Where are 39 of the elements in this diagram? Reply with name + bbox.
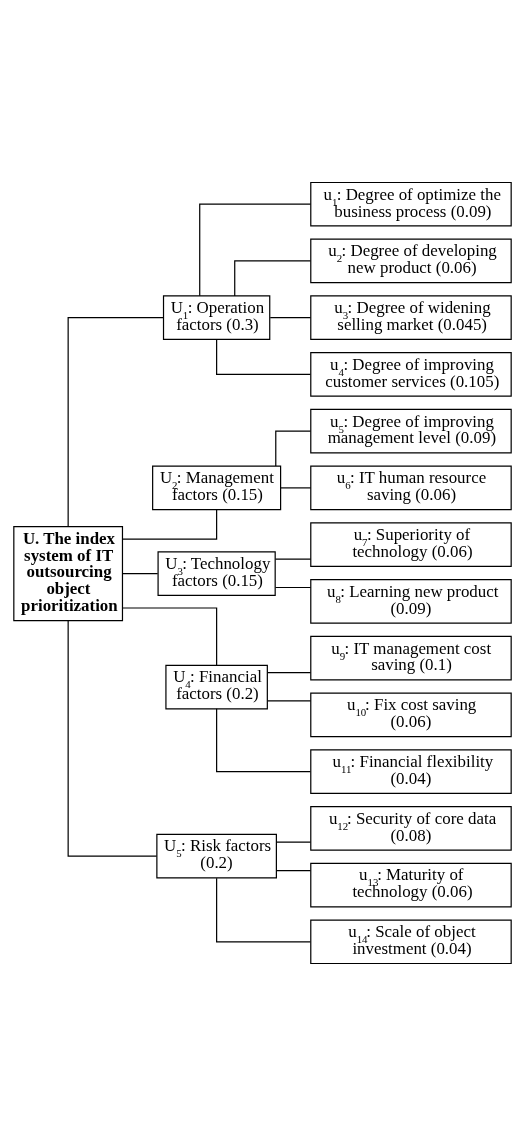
connector: [233, 259, 311, 296]
connector: [121, 508, 217, 540]
node-box: u$_{14}$: Scale of object investment (0.04): [309, 918, 512, 964]
connector: [121, 572, 158, 574]
connector: [215, 877, 311, 942]
connector: [266, 671, 311, 673]
connector: [279, 486, 311, 488]
node-box: u$_{2}$: Degree of developing new product (0.06): [309, 238, 512, 283]
node-box: U$_{1}$: Operation factors (0.3): [162, 294, 270, 340]
node-box: U$_{5}$: Risk factors (0.2): [155, 833, 277, 878]
node-box: u$_{3}$: Degree of widening selling market (0.045): [309, 294, 512, 340]
connector: [274, 558, 311, 560]
connector: [198, 203, 311, 296]
connector: [275, 841, 311, 843]
node-box: u$_{13}$: Maturity of technology (0.06): [309, 862, 512, 907]
connector: [215, 338, 311, 375]
node-box: u$_{1}$: Degree of optimize the business process (0.09): [309, 181, 512, 227]
connector: [67, 316, 164, 527]
connector: [67, 619, 157, 857]
connector: [121, 606, 217, 666]
node-box: u$_{6}$: IT human resource saving (0.06): [309, 465, 512, 510]
node-box: u$_{10}$: Fix cost saving (0.06): [309, 692, 512, 737]
node-box: u$_{8}$: Learning new product (0.09): [309, 578, 512, 624]
node-box: u$_{5}$: Degree of improving management level (0.09): [309, 408, 512, 453]
node-box: u$_{9}$: IT management cost saving (0.1): [309, 635, 512, 680]
node-box: u$_{12}$: Security of core data (0.08): [309, 805, 512, 851]
connector: [274, 586, 311, 588]
connector: [275, 869, 311, 871]
node-box: u$_{7}$: Superiority of technology (0.06): [309, 521, 512, 567]
connector: [269, 316, 311, 318]
connector: [215, 707, 311, 772]
connector: [266, 699, 311, 702]
node-box: u$_{11}$: Financial flexibility (0.04): [309, 748, 512, 794]
connector: [274, 430, 311, 467]
node-box: U$_{2}$: Management factors (0.15): [151, 465, 281, 510]
node-box: u$_{4}$: Degree of improving customer services (0.105): [309, 351, 512, 397]
node-box: U$_{4}$: Financial factors (0.2): [164, 664, 268, 709]
node-box: U. The index system of IT outsourcing object prioritization: [12, 525, 123, 621]
node-box: U$_{3}$: Technology factors (0.15): [156, 550, 276, 596]
